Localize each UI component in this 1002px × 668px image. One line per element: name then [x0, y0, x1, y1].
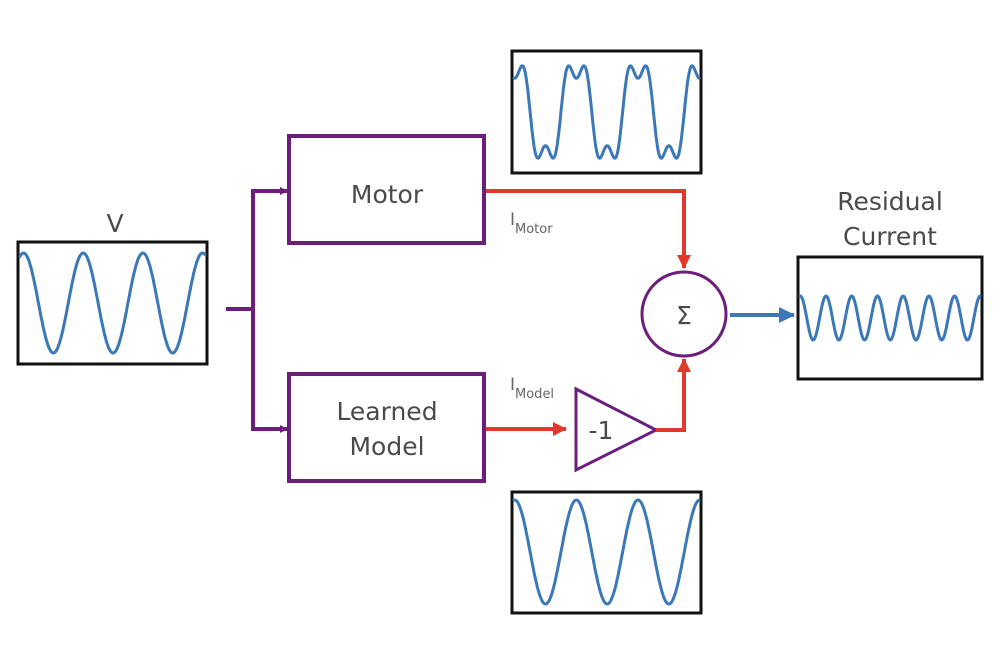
motor-current-scope — [510, 49, 703, 175]
residual-current-scope-frame — [796, 255, 984, 381]
inverter-gain-block: -1 — [574, 386, 660, 473]
input-voltage-scope-frame — [16, 240, 209, 366]
triangle-gain-icon — [574, 386, 660, 473]
input-voltage-waveform — [18, 251, 207, 355]
residual-current-scope — [796, 255, 984, 381]
learned-model-block: Learned Model — [287, 372, 486, 483]
model-current-scope-frame — [510, 490, 703, 615]
model-current-waveform — [512, 498, 701, 606]
model-current-scope — [510, 490, 703, 615]
residual-current-title-line1: Residual — [837, 187, 943, 216]
input-voltage-scope — [16, 240, 209, 366]
inverter-gain-label: -1 — [589, 416, 614, 445]
motor-current-subscript: Motor — [515, 222, 553, 237]
motor-current-label: IMotor — [510, 210, 553, 237]
model-current-symbol: I — [510, 375, 515, 395]
model-current-subscript: Model — [515, 387, 554, 402]
learned-model-label-line1: Learned — [336, 397, 437, 426]
input-split-connector — [226, 187, 288, 433]
motor-block-frame — [287, 134, 486, 245]
motor-block: Motor — [287, 134, 486, 245]
inverted-current-arrow — [656, 358, 691, 432]
sum-symbol: Σ — [676, 301, 692, 330]
motor-current-scope-frame — [510, 49, 703, 175]
learned-model-block-frame — [287, 372, 486, 483]
residual-current-title-line2: Current — [843, 222, 937, 251]
summing-junction: Σ — [640, 270, 728, 358]
model-current-label: IModel — [510, 375, 554, 402]
residual-current-waveform — [798, 294, 982, 342]
motor-current-arrow — [486, 189, 691, 269]
motor-current-waveform — [512, 64, 701, 160]
sigma-summing-junction-icon — [640, 270, 728, 358]
motor-current-symbol: I — [510, 210, 515, 230]
input-voltage-label: V — [106, 209, 123, 238]
motor-block-label: Motor — [351, 180, 424, 209]
learned-model-label-line2: Model — [349, 432, 424, 461]
